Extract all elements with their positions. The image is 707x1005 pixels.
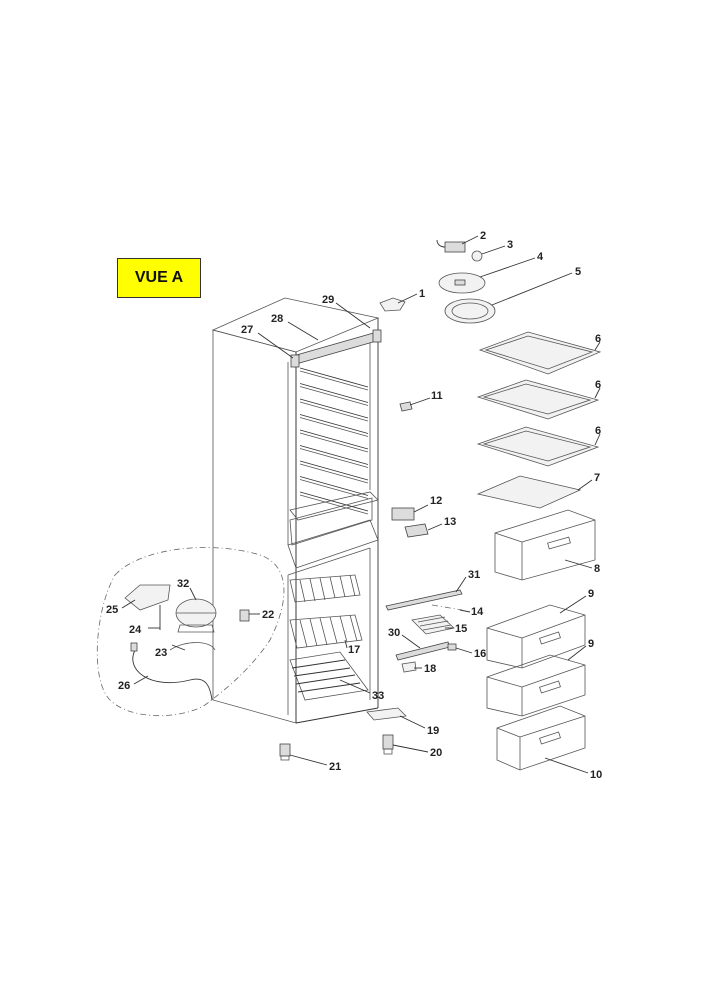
part-18 bbox=[401, 661, 417, 673]
grille-row-shadow bbox=[299, 386, 369, 406]
grille-row bbox=[299, 367, 369, 388]
callout-9a: 9 bbox=[588, 588, 594, 600]
callout-28: 28 bbox=[271, 313, 283, 325]
plug bbox=[130, 642, 138, 652]
callout-labels: 1 2 3 4 5 6 6 6 7 8 9 9 10 11 12 13 14 1… bbox=[106, 230, 602, 781]
callout-23: 23 bbox=[155, 647, 167, 659]
grille-row-shadow bbox=[299, 479, 369, 499]
lamp-cover bbox=[444, 298, 496, 324]
adjustable-foot bbox=[382, 734, 394, 755]
callout-4: 4 bbox=[537, 251, 544, 263]
callout-9b: 9 bbox=[588, 638, 594, 650]
callout-20: 20 bbox=[430, 747, 442, 759]
part-13 bbox=[404, 523, 429, 538]
callout-15: 15 bbox=[455, 623, 467, 635]
callout-22: 22 bbox=[262, 609, 274, 621]
top-hinge bbox=[379, 297, 406, 312]
leader-lines bbox=[121, 235, 601, 774]
rail-30 bbox=[395, 641, 451, 661]
rail-31 bbox=[385, 589, 463, 611]
callout-33: 33 bbox=[372, 690, 384, 702]
rear-foot bbox=[279, 743, 291, 761]
grille-row bbox=[299, 398, 369, 419]
fridge-floor-grid bbox=[289, 491, 379, 546]
grille-row-shadow bbox=[299, 417, 369, 437]
part-14 bbox=[431, 604, 463, 611]
callout-19: 19 bbox=[427, 725, 439, 737]
callout-17: 17 bbox=[348, 644, 360, 656]
knob bbox=[471, 250, 483, 262]
callout-18: 18 bbox=[424, 663, 436, 675]
grille-row bbox=[299, 414, 369, 434]
compressor-cover bbox=[169, 642, 216, 651]
freezer-drawer-2 bbox=[486, 654, 586, 717]
callout-29: 29 bbox=[322, 294, 334, 306]
callout-32: 32 bbox=[177, 578, 189, 590]
callout-24: 24 bbox=[129, 624, 142, 636]
small-grate bbox=[411, 614, 455, 635]
compressor-detail-outline bbox=[96, 547, 285, 717]
grille-row-shadow bbox=[299, 463, 369, 484]
grille-row bbox=[299, 460, 369, 481]
callout-25: 25 bbox=[106, 604, 118, 616]
callout-3: 3 bbox=[507, 239, 513, 251]
callout-5: 5 bbox=[575, 266, 581, 278]
callout-31: 31 bbox=[468, 569, 480, 581]
callout-14: 14 bbox=[471, 606, 484, 618]
grille-row-shadow bbox=[299, 494, 369, 515]
fridge-cabinet bbox=[211, 297, 380, 724]
grille-row bbox=[299, 491, 369, 512]
callout-12: 12 bbox=[430, 495, 442, 507]
rear-grille bbox=[299, 367, 369, 515]
freezer-wire-shelf-upper bbox=[289, 574, 361, 603]
power-cable bbox=[132, 649, 213, 701]
callout-1: 1 bbox=[419, 288, 425, 300]
callout-30: 30 bbox=[388, 627, 400, 639]
part-11 bbox=[399, 401, 413, 412]
callout-8: 8 bbox=[594, 563, 600, 575]
callout-27: 27 bbox=[241, 324, 253, 336]
grille-row bbox=[299, 429, 369, 450]
callout-10: 10 bbox=[590, 769, 602, 781]
glass-shelf-3 bbox=[476, 426, 600, 467]
callout-26: 26 bbox=[118, 680, 130, 692]
top-trim-bar bbox=[290, 329, 382, 368]
callout-7: 7 bbox=[594, 472, 600, 484]
view-label: VUE A bbox=[117, 258, 201, 298]
crisper-cover bbox=[476, 475, 582, 509]
callout-11: 11 bbox=[431, 390, 443, 402]
callout-6a: 6 bbox=[595, 333, 601, 345]
compressor bbox=[175, 598, 217, 633]
crisper-drawer bbox=[494, 509, 596, 581]
grille-row-shadow bbox=[299, 432, 369, 453]
grille-row-shadow bbox=[299, 401, 369, 422]
grille-row-shadow bbox=[299, 370, 369, 391]
glass-shelf-1 bbox=[478, 331, 602, 375]
callout-6c: 6 bbox=[595, 425, 601, 437]
part-12 bbox=[391, 507, 415, 521]
freezer-drawer-1 bbox=[486, 604, 586, 669]
callout-2: 2 bbox=[480, 230, 486, 242]
callout-6b: 6 bbox=[595, 379, 601, 391]
grille-row-shadow bbox=[299, 448, 369, 468]
freezer-wire-shelf-lower bbox=[289, 614, 363, 649]
bottom-plate bbox=[366, 707, 407, 721]
drip-tray bbox=[124, 584, 171, 611]
callout-21: 21 bbox=[329, 761, 341, 773]
callout-13: 13 bbox=[444, 516, 456, 528]
lamp-housing bbox=[438, 272, 486, 294]
freezer-bottom-grid bbox=[289, 651, 369, 701]
glass-shelf-2 bbox=[476, 379, 600, 420]
grille-row bbox=[299, 476, 369, 496]
part-16 bbox=[447, 643, 457, 651]
callout-16: 16 bbox=[474, 648, 486, 660]
freezer-drawer-3 bbox=[496, 705, 586, 771]
grille-row bbox=[299, 445, 369, 465]
grille-row bbox=[299, 383, 369, 403]
thermostat bbox=[436, 239, 466, 253]
relay bbox=[239, 609, 250, 622]
